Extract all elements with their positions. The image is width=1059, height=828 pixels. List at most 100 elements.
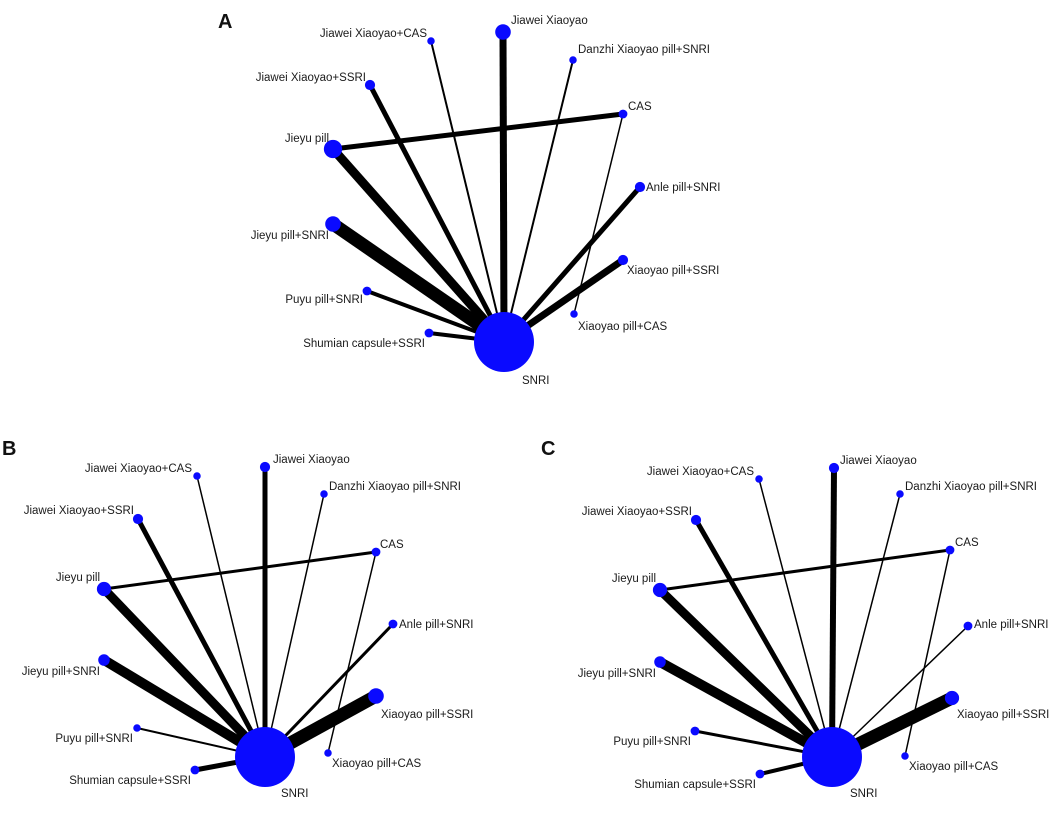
node-label-cas: CAS	[380, 539, 404, 551]
node-jps	[654, 656, 666, 668]
node-xss	[944, 690, 960, 706]
edge-as-snri	[263, 622, 395, 759]
node-cas	[945, 545, 955, 555]
node-label-as: Anle pill+SNRI	[399, 619, 473, 631]
node-jxs	[690, 514, 702, 526]
edge-jp-cas	[103, 550, 377, 591]
node-as	[963, 621, 973, 631]
node-label-xss: Xiaoyao pill+SSRI	[957, 709, 1049, 721]
node-label-jx: Jiawei Xiaoyao	[273, 454, 350, 466]
edge-jp-cas	[332, 111, 624, 152]
edge-as-snri	[831, 625, 969, 758]
node-label-jxc: Jiawei Xiaoyao+CAS	[647, 466, 754, 478]
node-cas	[618, 109, 628, 119]
node-label-jxs: Jiawei Xiaoyao+SSRI	[256, 72, 366, 84]
node-ps	[362, 286, 372, 296]
node-label-as: Anle pill+SNRI	[974, 619, 1048, 631]
node-xss	[368, 688, 384, 704]
nodes: SNRI Jiawei Xiaoyao+CAS Jiawei XiaoyaoDanz…	[22, 454, 474, 800]
edge-dxs-snri	[503, 59, 574, 343]
node-label-snri: SNRI	[850, 788, 877, 800]
edge-jxs-snri	[367, 83, 507, 344]
node-dxs	[896, 490, 904, 498]
node-xc	[324, 749, 332, 757]
node-label-jp: Jieyu pill	[56, 572, 100, 584]
edges	[329, 31, 642, 348]
edge-cas-xc	[904, 549, 951, 757]
node-cas	[371, 547, 381, 557]
panel-c: C SNRI Jiawei Xiaoyao+CAS Jiawei XiaoyaoDan…	[541, 438, 1049, 800]
panel-label-c: C	[541, 438, 555, 460]
node-label-jx: Jiawei Xiaoyao	[840, 455, 917, 467]
node-jp	[96, 581, 112, 597]
node-label-jps: Jieyu pill+SNRI	[251, 230, 329, 242]
node-label-jxc: Jiawei Xiaoyao+CAS	[85, 463, 192, 475]
edge-jx-snri	[829, 467, 837, 758]
edge-jxc-snri	[196, 475, 266, 758]
node-label-snri: SNRI	[281, 788, 308, 800]
panel-b: B SNRI Jiawei Xiaoyao+CAS Jiawei XiaoyaoDan…	[2, 438, 473, 800]
node-label-scs: Shumian capsule+SSRI	[69, 775, 191, 787]
node-jx	[259, 461, 271, 473]
node-label-ps: Puyu pill+SNRI	[55, 733, 133, 745]
node-jx	[495, 24, 511, 40]
node-jxs	[364, 79, 376, 91]
edge-jps-snri	[329, 218, 508, 348]
node-label-dxs: Danzhi Xiaoyao pill+SNRI	[905, 481, 1037, 493]
node-jp	[652, 582, 668, 598]
edge-jp-snri	[656, 586, 836, 761]
node-label-jxs: Jiawei Xiaoyao+SSRI	[582, 506, 692, 518]
node-scs	[755, 769, 765, 779]
node-label-xc: Xiaoyao pill+CAS	[578, 321, 668, 333]
node-label-ps: Puyu pill+SNRI	[285, 294, 363, 306]
node-label-xss: Xiaoyao pill+SSRI	[627, 265, 719, 277]
node-jxc	[427, 37, 435, 45]
node-snri	[802, 727, 862, 787]
node-jxc	[193, 472, 201, 480]
node-label-jp: Jieyu pill	[285, 133, 329, 145]
node-xss	[617, 254, 629, 266]
edge-jps-snri	[101, 655, 268, 762]
node-scs	[190, 765, 200, 775]
edge-cas-xc	[573, 113, 624, 315]
node-xc	[570, 310, 578, 318]
edge-jps-snri	[657, 657, 835, 762]
node-label-jxs: Jiawei Xiaoyao+SSRI	[24, 505, 134, 517]
node-jx	[828, 462, 840, 474]
node-xc	[901, 752, 909, 760]
node-label-snri: SNRI	[522, 375, 549, 387]
node-label-jps: Jieyu pill+SNRI	[22, 666, 100, 678]
panel-label-b: B	[2, 438, 16, 460]
node-label-xc: Xiaoyao pill+CAS	[332, 758, 422, 770]
node-label-jps: Jieyu pill+SNRI	[578, 668, 656, 680]
node-label-jp: Jieyu pill	[612, 573, 656, 585]
node-dxs	[569, 56, 577, 64]
edge-jx-snri	[499, 31, 508, 343]
node-ps	[690, 726, 700, 736]
node-jp	[323, 139, 343, 159]
edge-jxc-snri	[758, 478, 833, 758]
node-jxs	[132, 513, 144, 525]
edge-jxc-snri	[430, 40, 505, 343]
node-jps	[325, 216, 341, 232]
node-label-scs: Shumian capsule+SSRI	[634, 779, 756, 791]
node-snri	[474, 312, 534, 372]
node-label-as: Anle pill+SNRI	[646, 182, 720, 194]
node-label-dxs: Danzhi Xiaoyao pill+SNRI	[329, 481, 461, 493]
node-label-ps: Puyu pill+SNRI	[613, 736, 691, 748]
node-label-cas: CAS	[628, 101, 652, 113]
edge-jxs-snri	[135, 517, 268, 759]
node-jps	[98, 654, 110, 666]
node-as	[388, 619, 398, 629]
edge-jp-snri	[100, 585, 269, 761]
node-jxc	[755, 475, 763, 483]
edges	[656, 467, 969, 776]
node-label-jxc: Jiawei Xiaoyao+CAS	[320, 28, 427, 40]
node-dxs	[320, 490, 328, 498]
node-label-xss: Xiaoyao pill+SSRI	[381, 709, 473, 721]
panel-label-a: A	[218, 11, 232, 33]
edge-as-snri	[502, 185, 642, 344]
